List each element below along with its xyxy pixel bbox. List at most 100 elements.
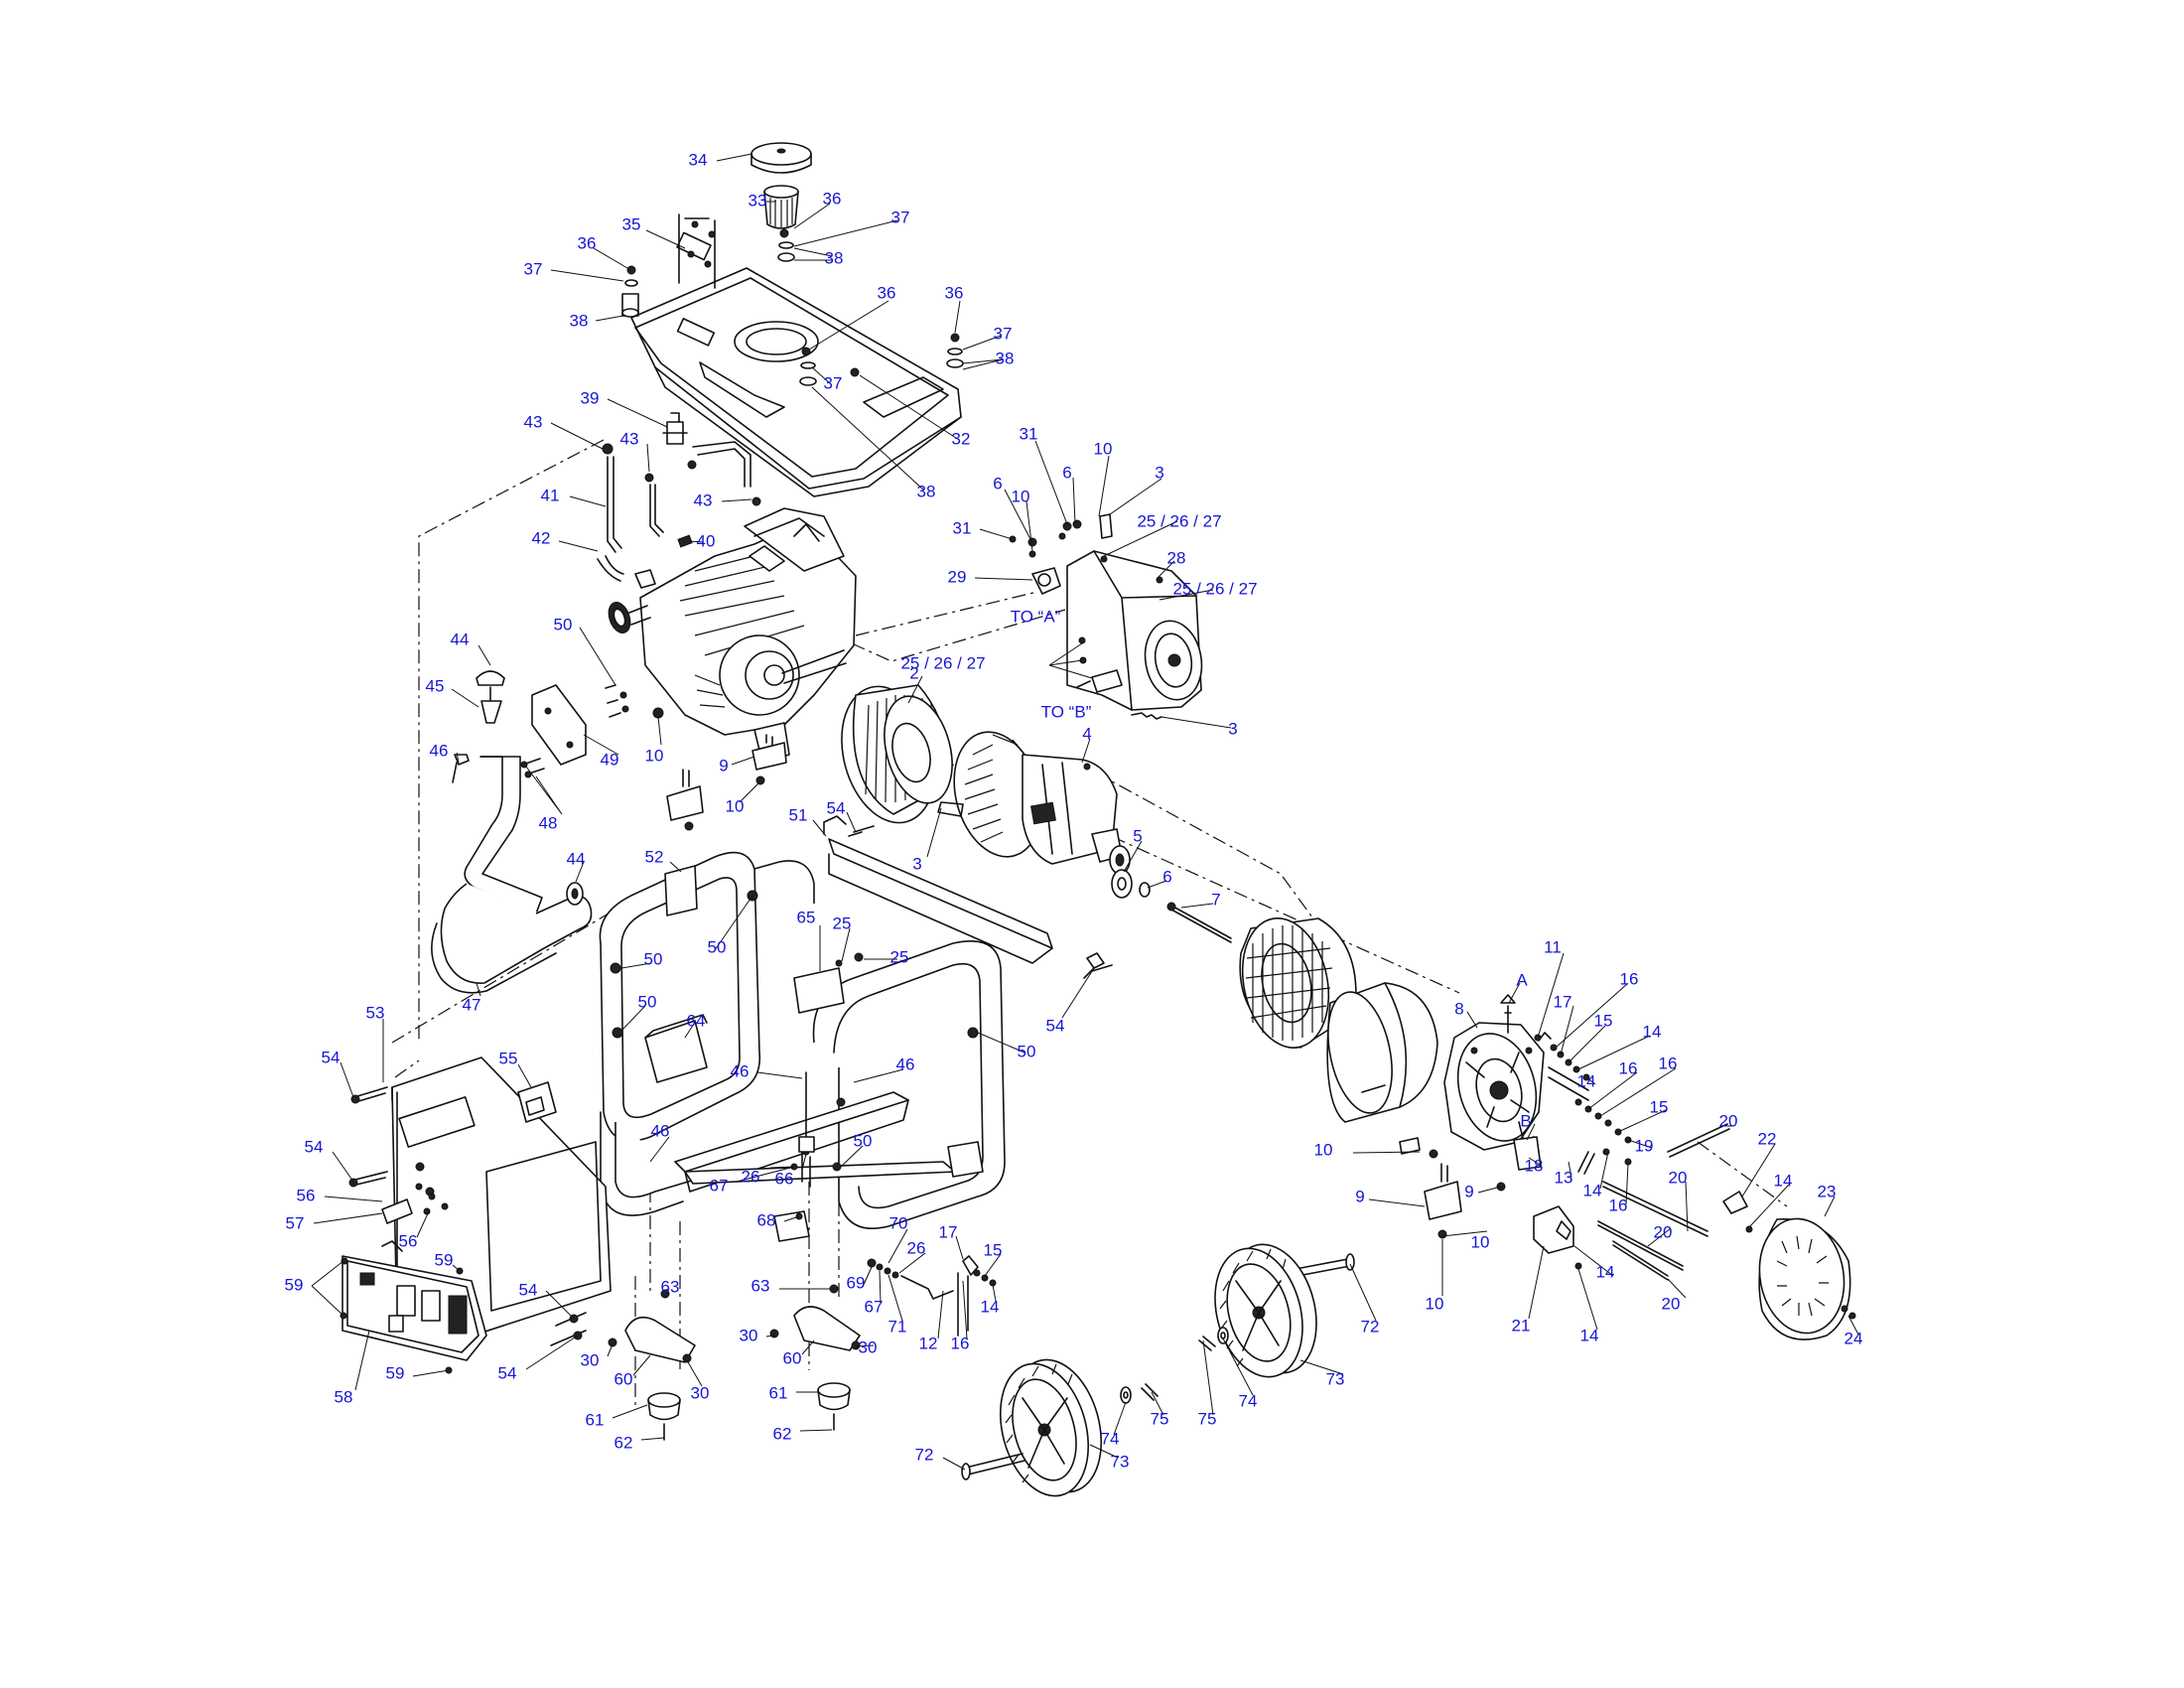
part-label: 36 <box>578 233 597 252</box>
part-label: 16 <box>1659 1054 1678 1072</box>
part-label: 58 <box>335 1387 353 1406</box>
frame <box>599 815 1105 1242</box>
part-label: 72 <box>1361 1317 1380 1336</box>
part-label: 33 <box>749 191 767 210</box>
part-label: 9 <box>719 756 728 774</box>
part-label: 21 <box>1512 1316 1531 1335</box>
part-label: 36 <box>823 189 842 208</box>
part-label: 31 <box>1020 424 1038 443</box>
part-label: 60 <box>783 1348 802 1367</box>
part-label: 30 <box>691 1383 710 1402</box>
part-label: 62 <box>614 1433 633 1452</box>
part-label: 38 <box>917 482 936 500</box>
part-label: 36 <box>878 283 896 302</box>
part-label: 71 <box>888 1317 907 1336</box>
part-label: 38 <box>570 311 589 330</box>
part-label: 63 <box>751 1276 770 1295</box>
handle-assembly <box>431 670 629 994</box>
part-label: 17 <box>939 1222 958 1241</box>
part-label: 36 <box>945 283 964 302</box>
part-label: 12 <box>919 1334 938 1352</box>
wheel-left-73 <box>961 1358 1159 1497</box>
part-label: 14 <box>1643 1022 1662 1041</box>
part-label: 43 <box>694 491 713 509</box>
part-label: 63 <box>661 1277 680 1296</box>
part-label: 62 <box>773 1424 792 1443</box>
part-label: 2 <box>909 663 918 682</box>
fuel-strainer <box>763 185 799 229</box>
part-label: 52 <box>645 847 664 866</box>
part-label: 43 <box>524 412 543 431</box>
part-label: 9 <box>1464 1182 1473 1200</box>
part-label: 11 <box>1544 937 1562 956</box>
part-label: 14 <box>1583 1181 1602 1199</box>
part-label: 37 <box>994 324 1013 343</box>
through-bolts-cover <box>1597 1123 1856 1340</box>
part-label: 30 <box>740 1326 758 1344</box>
part-label: 45 <box>426 676 445 695</box>
part-label: 44 <box>451 630 470 648</box>
part-label: TO “A” <box>1011 607 1061 626</box>
part-label: 28 <box>1167 548 1186 567</box>
part-label: 41 <box>541 486 560 504</box>
engine <box>608 507 857 764</box>
part-label: 13 <box>1555 1168 1573 1187</box>
part-label: 74 <box>1101 1429 1120 1448</box>
part-label: 15 <box>984 1240 1003 1259</box>
part-label: 29 <box>948 567 967 586</box>
leader-lines <box>311 153 1859 1471</box>
part-label: 15 <box>1650 1097 1669 1116</box>
part-label: 16 <box>1609 1196 1628 1214</box>
part-label: 16 <box>951 1334 970 1352</box>
part-label: 24 <box>1844 1329 1863 1347</box>
part-label: 14 <box>981 1297 1000 1316</box>
part-label: 40 <box>697 531 716 550</box>
part-label: 46 <box>731 1061 750 1080</box>
part-label: A <box>1516 970 1528 989</box>
bearing-washer-bolt <box>1111 869 1232 943</box>
part-label: 14 <box>1580 1326 1599 1344</box>
rotor-4 <box>937 731 1131 875</box>
part-label: 38 <box>825 248 844 267</box>
part-label: 75 <box>1198 1409 1217 1428</box>
wheel-right-73 <box>1198 1243 1317 1378</box>
part-label: 14 <box>1577 1071 1596 1090</box>
part-label: 73 <box>1326 1369 1345 1388</box>
part-label: 55 <box>499 1049 518 1067</box>
part-label: 42 <box>532 528 551 547</box>
part-label: 49 <box>601 750 619 769</box>
part-label: 54 <box>305 1137 324 1156</box>
part-label: 57 <box>286 1213 305 1232</box>
part-label: 35 <box>622 214 641 233</box>
part-label: 14 <box>1596 1262 1615 1281</box>
part-label: 54 <box>519 1280 538 1299</box>
part-label: 9 <box>1355 1187 1364 1205</box>
part-label: 16 <box>1620 969 1639 988</box>
part-label: 6 <box>1162 867 1171 886</box>
part-label: TO “B” <box>1041 702 1092 721</box>
part-label: 10 <box>726 796 745 815</box>
engine-mounts <box>666 734 787 831</box>
part-label: 16 <box>1619 1058 1638 1077</box>
part-label: 59 <box>285 1275 304 1294</box>
part-label: 61 <box>586 1410 605 1429</box>
part-label: 14 <box>1774 1171 1793 1190</box>
frame-bolts <box>348 825 1113 1346</box>
part-label: 25 <box>890 947 909 966</box>
end-bracket-8 <box>1443 994 1552 1151</box>
part-label: 10 <box>1471 1232 1490 1251</box>
part-label: 26 <box>907 1238 926 1257</box>
part-label: 3 <box>1228 719 1237 738</box>
part-label: 47 <box>463 995 481 1014</box>
part-label: 56 <box>399 1231 418 1250</box>
part-label: 51 <box>789 805 808 824</box>
part-label: 19 <box>1635 1136 1654 1155</box>
fuel-valve-and-lines <box>597 412 761 589</box>
part-label: 67 <box>710 1176 729 1195</box>
axle-72-right <box>1295 1253 1355 1277</box>
part-label: 20 <box>1719 1111 1738 1130</box>
part-label: 30 <box>581 1350 600 1369</box>
part-label: 46 <box>651 1121 670 1140</box>
